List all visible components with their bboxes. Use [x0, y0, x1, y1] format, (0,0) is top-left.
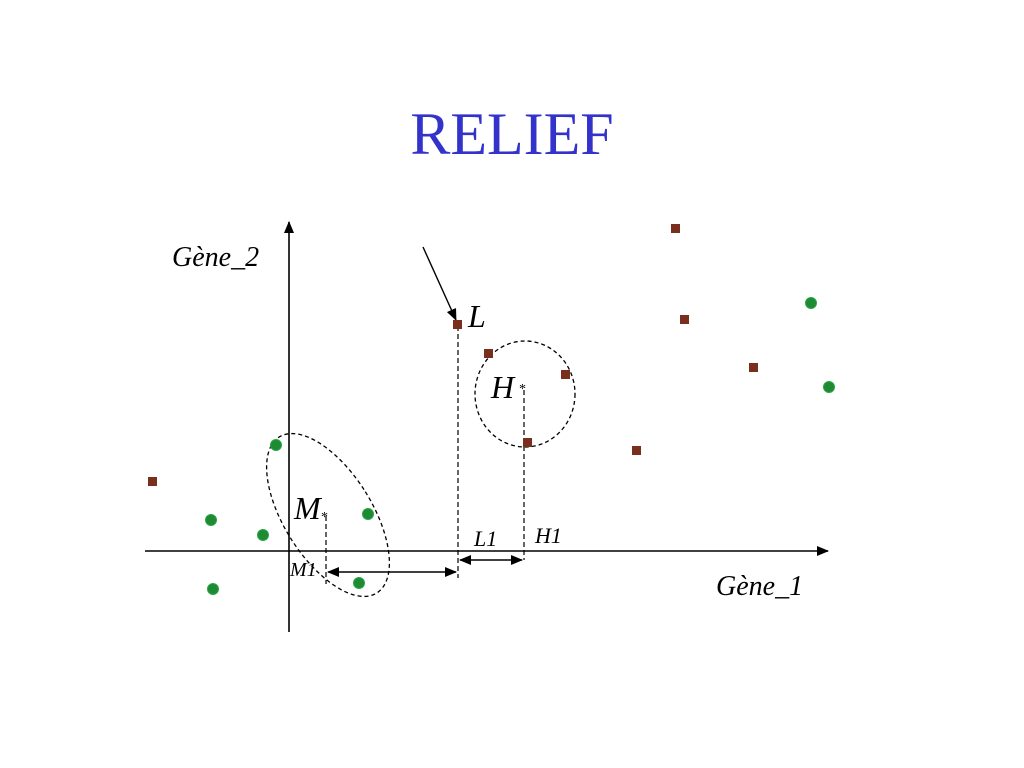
square-point [632, 446, 641, 455]
circle-point [823, 381, 835, 393]
near-miss-neighbourhood [265, 432, 391, 598]
h-star-marker: * [519, 382, 526, 397]
circle-point [257, 529, 269, 541]
projection-label-h1: H1 [534, 523, 562, 548]
square-point [749, 363, 758, 372]
square-point [484, 349, 493, 358]
circle-point [353, 577, 365, 589]
point-label-h: H [490, 369, 516, 405]
circle-point [205, 514, 217, 526]
slide-title: RELIEF [410, 101, 614, 167]
pointer-arrow-to-l [422, 246, 457, 321]
projection-label-l1: L1 [473, 526, 497, 551]
square-point-l [453, 320, 462, 329]
square-point [148, 477, 157, 486]
circle-point [207, 583, 219, 595]
m-star-marker: * [321, 510, 328, 525]
y-axis-label: Gène_2 [172, 242, 259, 273]
point-label-l: L [467, 298, 486, 334]
x-axis-label: Gène_1 [716, 571, 803, 602]
circle-point [362, 508, 374, 520]
circle-point [270, 439, 282, 451]
square-point [561, 370, 570, 379]
square-point [680, 315, 689, 324]
circle-point [805, 297, 817, 309]
square-point [671, 224, 680, 233]
square-class-points [148, 224, 758, 486]
square-point [523, 438, 532, 447]
point-label-m: M [293, 490, 323, 526]
circle-class-points [205, 297, 835, 595]
projection-label-m1: M1 [289, 559, 317, 581]
